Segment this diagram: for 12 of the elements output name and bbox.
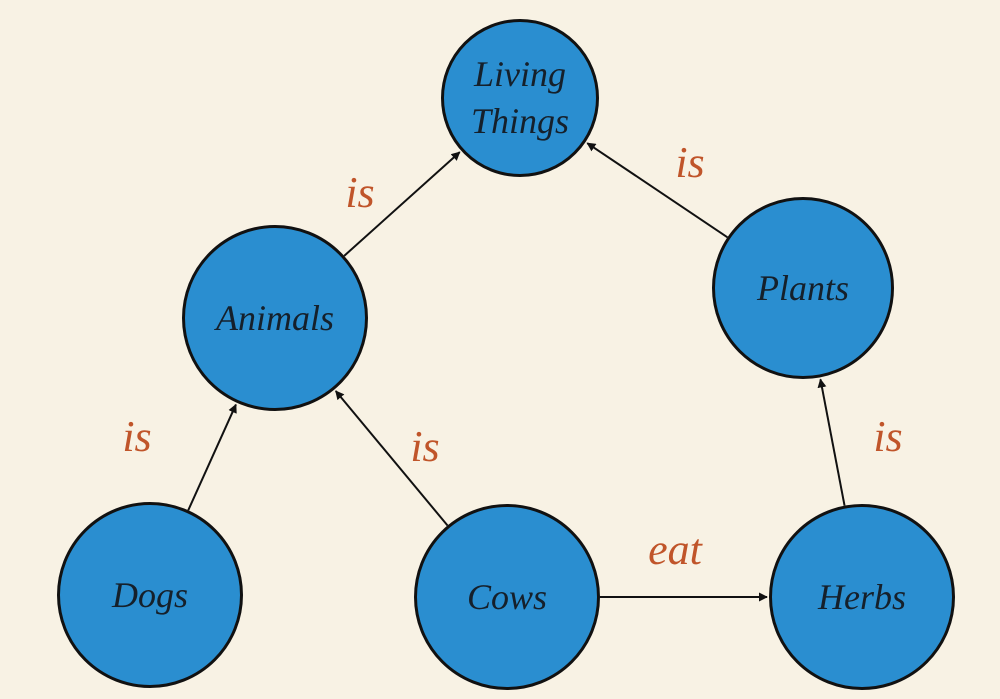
concept-label: Dogs bbox=[110, 574, 189, 617]
concept-label: Plants bbox=[756, 266, 850, 310]
arrow bbox=[334, 390, 448, 526]
arrow bbox=[344, 151, 460, 257]
arrow bbox=[600, 592, 768, 602]
concept-label: Animals bbox=[213, 296, 335, 340]
concept-label: Cows bbox=[466, 576, 548, 619]
arrow bbox=[187, 404, 237, 511]
arrow bbox=[818, 378, 846, 506]
arrow bbox=[586, 142, 728, 238]
concept-label: Herbs bbox=[816, 576, 907, 619]
concept-label: Living Things bbox=[470, 53, 570, 143]
